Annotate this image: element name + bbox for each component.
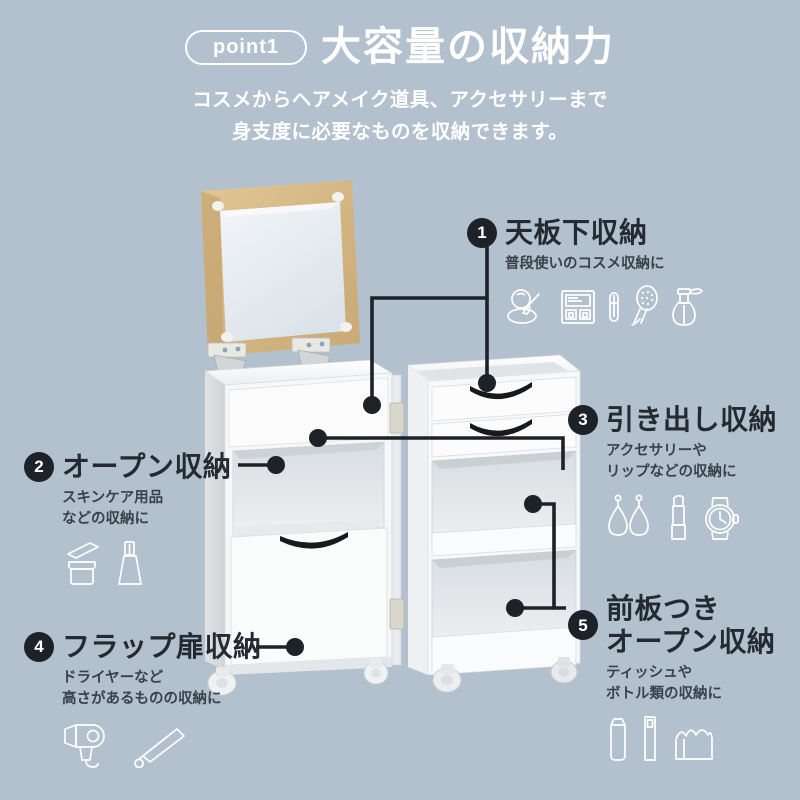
mirror-panel-wood-frame — [201, 180, 360, 361]
front-panel-shelf-upper — [431, 450, 577, 557]
lipstick-icon — [671, 494, 686, 540]
callout-4: 4 フラップ扉収納 ドライヤーなど 高さがあるものの収納に — [24, 630, 262, 769]
earring-pair-icon — [608, 494, 649, 536]
page-title: 大容量の収納力 — [321, 25, 615, 69]
callout-5-title: 前板つき オープン収納 — [606, 593, 776, 658]
flap-door — [230, 527, 388, 666]
spray-bottle-icon — [644, 716, 656, 761]
caster-wheels — [207, 657, 578, 696]
subtitle-line-2: 身支度に必要なものを収納できます。 — [231, 121, 569, 144]
eyeshadow-palette-icon — [561, 290, 595, 324]
perfume-bottle-icon — [672, 288, 704, 326]
callout-5-icons — [606, 715, 775, 763]
callout-3-icons — [606, 493, 777, 541]
callout-4-title: フラップ扉収納 — [62, 631, 262, 662]
callout-3-head: 3 引き出し収納 — [568, 403, 777, 436]
hairdryer-icon — [64, 724, 105, 768]
title-row: point1 大容量の収納力 — [0, 0, 800, 68]
subtitle: コスメからヘアメイク道具、アクセサリーまで 身支度に必要なものを収納できます。 — [0, 84, 800, 148]
callout-2: 2 オープン収納 スキンケア用品 などの収納に — [24, 450, 231, 586]
mascara-icon — [609, 292, 619, 322]
callout-3-sub: アクセサリーや リップなどの収納に — [606, 443, 737, 481]
callout-1-title: 天板下収納 — [505, 217, 648, 248]
callout-5: 5 前板つき オープン収納 ティッシュや ボトル類の収納に — [568, 592, 775, 763]
top-compartment — [228, 377, 389, 448]
callout-1-head: 1 天板下収納 — [467, 216, 705, 249]
left-cabinet — [203, 359, 394, 675]
lotion-bottle-icon — [118, 541, 142, 585]
cream-jar-icon — [67, 542, 99, 585]
callout-4-badge: 4 — [24, 631, 54, 662]
compact-mirror-icon — [507, 289, 540, 324]
callout-2-head: 2 オープン収納 — [24, 450, 231, 483]
cabinet-hinge-strip — [389, 374, 405, 666]
right-cabinet — [406, 354, 582, 676]
hair-straightener-icon — [134, 728, 185, 769]
callout-1-sub: 普段使いのコスメ収納に — [505, 256, 665, 273]
front-panel-shelf-lower — [431, 549, 577, 676]
tissue-box-icon — [675, 729, 713, 760]
callout-2-badge: 2 — [24, 451, 54, 482]
callout-3-badge: 3 — [568, 404, 598, 435]
subtitle-line-1: コスメからヘアメイク道具、アクセサリーまで — [192, 89, 608, 111]
header: point1 大容量の収納力 コスメからヘアメイク道具、アクセサリーまで 身支度… — [0, 0, 800, 148]
callout-5-head: 5 前板つき オープン収納 — [568, 592, 775, 658]
callout-4-head: 4 フラップ扉収納 — [24, 630, 262, 663]
callout-1-badge: 1 — [467, 217, 497, 248]
callout-2-icons — [62, 540, 231, 586]
callout-5-badge: 5 — [568, 610, 598, 641]
wristwatch-icon — [705, 497, 739, 540]
callout-4-sub: ドライヤーなど 高さがあるものの収納に — [62, 670, 222, 708]
callout-5-sub: ティッシュや ボトル類の収納に — [606, 665, 722, 703]
point-badge: point1 — [185, 29, 307, 65]
callout-1: 1 天板下収納 普段使いのコスメ収納に — [467, 216, 705, 327]
callout-1-icons — [505, 285, 705, 327]
callout-2-sub: スキンケア用品 などの収納に — [62, 490, 164, 528]
tube-icon — [610, 718, 626, 761]
hairbrush-icon — [631, 285, 658, 326]
callout-3: 3 引き出し収納 アクセサリーや リップなどの収納に — [568, 403, 777, 541]
callout-3-title: 引き出し収納 — [606, 404, 778, 435]
open-shelf — [232, 441, 385, 541]
callout-2-title: オープン収納 — [62, 451, 232, 482]
callout-4-icons — [62, 720, 262, 769]
